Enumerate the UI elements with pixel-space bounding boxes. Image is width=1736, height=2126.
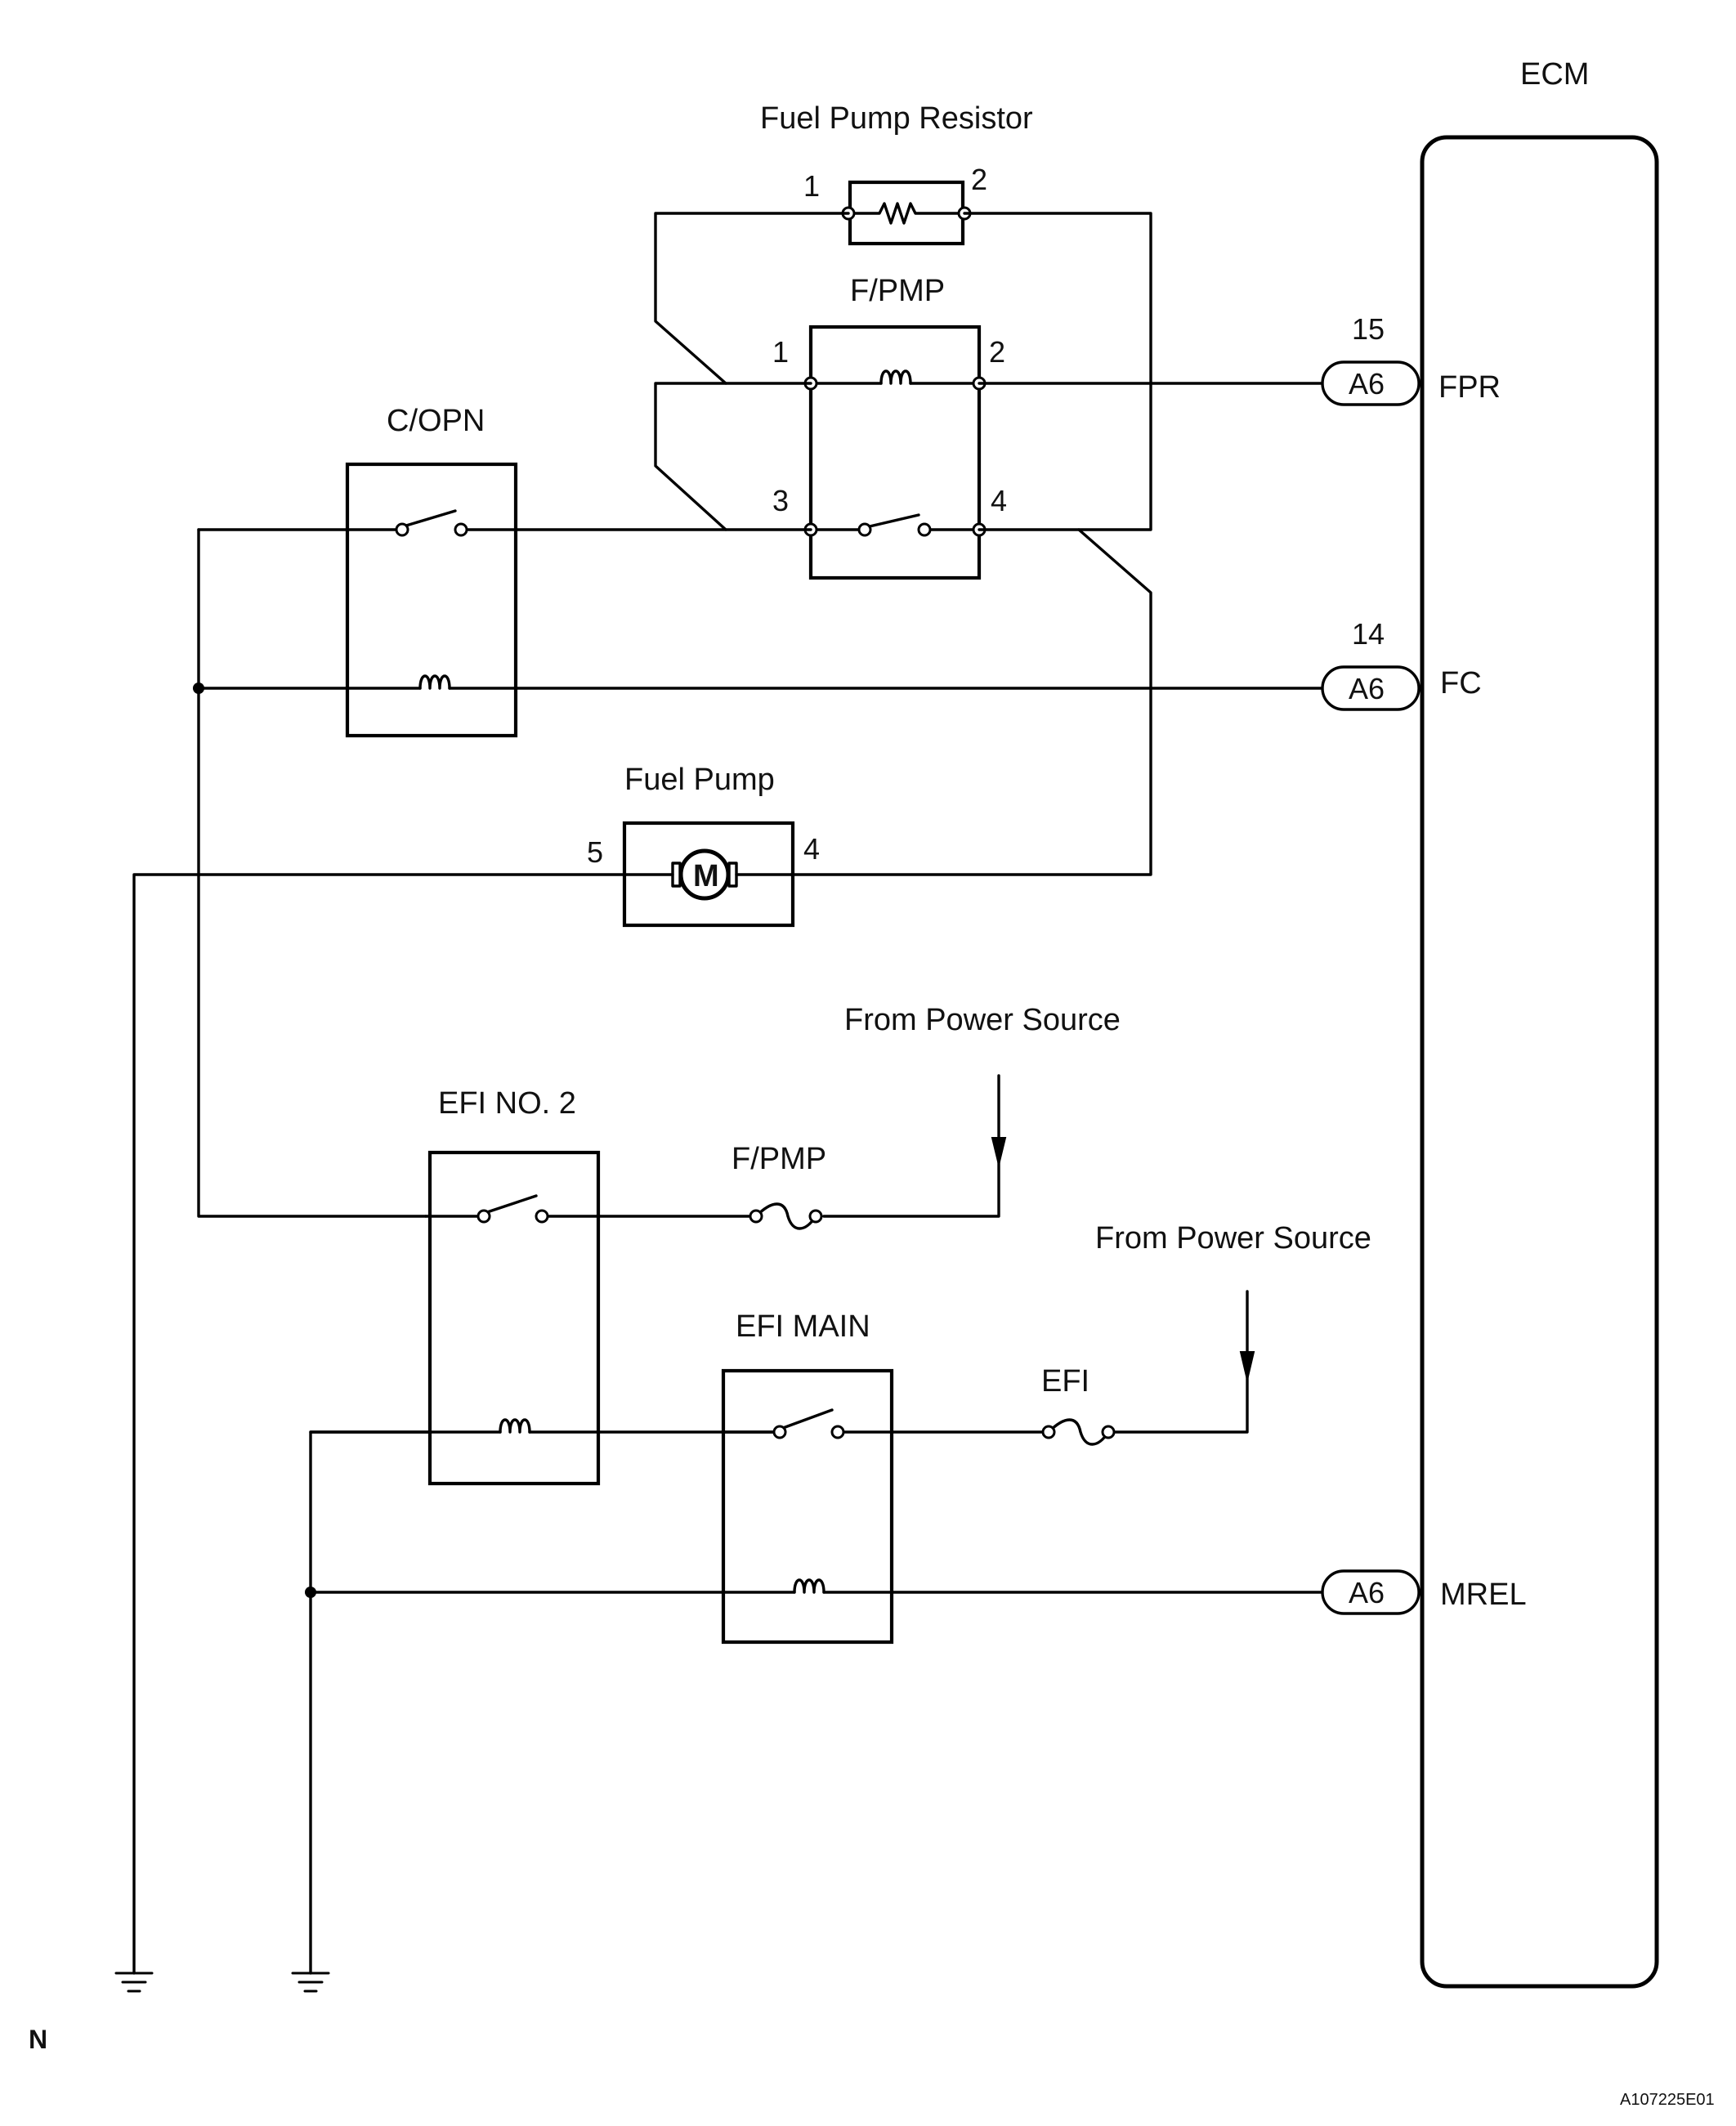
fuel-pump: Fuel Pump M 5 4 — [132, 763, 820, 1975]
resistor-zigzag-icon — [847, 202, 966, 225]
switch-blade-icon — [405, 509, 457, 527]
ground-icon — [291, 1972, 330, 1993]
switch-contact — [454, 522, 468, 537]
power-source-1: From Power Source — [822, 1003, 1121, 1218]
ground-icon — [114, 1972, 154, 1993]
fuel-pump-label: Fuel Pump — [624, 763, 775, 797]
ecm-label: ECM — [1520, 57, 1589, 92]
connector-mrel: A6 MREL — [1321, 1569, 1527, 1615]
switch-contact — [395, 522, 409, 537]
fuse-icon — [754, 1202, 817, 1230]
power-source-wire — [1112, 1290, 1249, 1434]
coil-icon — [499, 1418, 531, 1434]
relay-pin1-label: 1 — [772, 335, 789, 369]
fc-pin-number: 14 — [1352, 617, 1385, 651]
junction-dot — [193, 683, 204, 694]
relay-pin2-label: 2 — [989, 335, 1005, 369]
f-pmp-fuse: F/PMP — [732, 1142, 826, 1230]
efi-main-relay: EFI MAIN — [309, 1309, 1324, 1645]
figure-code: A107225E01 — [1620, 2091, 1715, 2109]
switch-contact — [830, 1425, 845, 1439]
motor-symbol: M — [693, 859, 719, 893]
c-opn-box — [345, 462, 518, 738]
relay-pin4-label: 4 — [991, 484, 1007, 517]
switch-contact — [857, 522, 872, 537]
connector-fc: 14 A6 FC — [1321, 617, 1482, 711]
resistor-relay-wiring — [654, 212, 1324, 876]
c-opn-relay: C/OPN — [197, 404, 1324, 738]
fuse-terminal — [1101, 1425, 1116, 1439]
connector-a6-label: A6 — [1349, 672, 1385, 705]
efi-fuse: EFI — [1041, 1364, 1116, 1446]
ecm-block: ECM — [1420, 57, 1659, 1989]
efi-no2-label: EFI NO. 2 — [438, 1086, 576, 1121]
coil-icon — [418, 674, 451, 690]
junction-dot — [305, 1587, 316, 1598]
f-pmp-relay: F/PMP 1 2 3 4 — [772, 274, 1007, 580]
ecm-terminal-fpr: FPR — [1438, 370, 1501, 405]
fuel-pump-resistor-label: Fuel Pump Resistor — [760, 101, 1033, 136]
c-opn-label: C/OPN — [387, 404, 485, 438]
motor-pin5-label: 5 — [587, 835, 603, 869]
ecm-box — [1420, 135, 1659, 1989]
connector-a6-label: A6 — [1349, 367, 1385, 401]
f-pmp-fuse-label: F/PMP — [732, 1142, 826, 1176]
left-bus-wire — [197, 528, 427, 1218]
corner-mark: N — [29, 2025, 47, 2054]
switch-contact — [477, 1209, 491, 1224]
fuse-terminal — [749, 1209, 763, 1224]
coil-icon — [793, 1578, 825, 1594]
switch-blade-icon — [781, 1408, 834, 1430]
switch-contact — [917, 522, 932, 537]
switch-blade-icon — [485, 1194, 538, 1214]
ground-symbol-right — [291, 1972, 330, 1993]
motor-icon — [678, 848, 731, 901]
f-pmp-relay-box — [808, 324, 982, 580]
wire-resistor1-to-relay1 — [654, 212, 850, 385]
wire-resistor2-to-relay4 — [963, 212, 1152, 531]
connector-fpr: 15 A6 FPR — [1321, 312, 1501, 406]
fuse-icon — [1047, 1418, 1110, 1446]
fpr-pin-number: 15 — [1352, 312, 1385, 346]
connector-a6-fc — [1321, 665, 1421, 711]
efi-main-box — [721, 1368, 894, 1645]
motor-pin4-label: 4 — [803, 832, 820, 866]
fuel-pump-resistor: Fuel Pump Resistor 1 2 — [760, 101, 1033, 246]
resistor-pin2-label: 2 — [971, 163, 987, 196]
ground-symbol-left — [114, 1972, 154, 1993]
switch-contact — [772, 1425, 787, 1439]
relay-pin3-label: 3 — [772, 484, 789, 517]
wire-relay1-to-relay3-loop — [654, 382, 727, 531]
power-source-2: From Power Source — [1095, 1221, 1371, 1434]
wire-pump5-to-ground — [132, 873, 626, 1975]
from-power-source-label: From Power Source — [1095, 1221, 1371, 1255]
efi-main-label: EFI MAIN — [736, 1309, 870, 1344]
coil-icon — [879, 369, 912, 385]
connector-a6-mrel — [1321, 1569, 1421, 1615]
fuse-terminal — [1041, 1425, 1056, 1439]
connector-a6-fpr — [1321, 360, 1421, 406]
ecm-terminal-mrel: MREL — [1440, 1578, 1527, 1612]
down-arrow-icon — [991, 1137, 1007, 1166]
efi-fuse-label: EFI — [1041, 1364, 1089, 1399]
resistor-pin1-label: 1 — [803, 169, 820, 203]
power-source-wire — [822, 1074, 1000, 1218]
from-power-source-label: From Power Source — [844, 1003, 1121, 1037]
ground-bus-wire — [309, 1430, 432, 1975]
efi-no2-relay: EFI NO. 2 — [309, 1086, 778, 1486]
switch-contact — [535, 1209, 549, 1224]
ecm-terminal-fc: FC — [1440, 666, 1482, 700]
f-pmp-relay-label: F/PMP — [850, 274, 945, 308]
wire-relay4-to-pump — [790, 528, 1152, 876]
connector-a6-label: A6 — [1349, 1576, 1385, 1609]
efi-no2-box — [427, 1150, 601, 1486]
fuse-terminal — [808, 1209, 823, 1224]
switch-blade-icon — [868, 513, 920, 528]
down-arrow-icon — [1239, 1351, 1255, 1381]
